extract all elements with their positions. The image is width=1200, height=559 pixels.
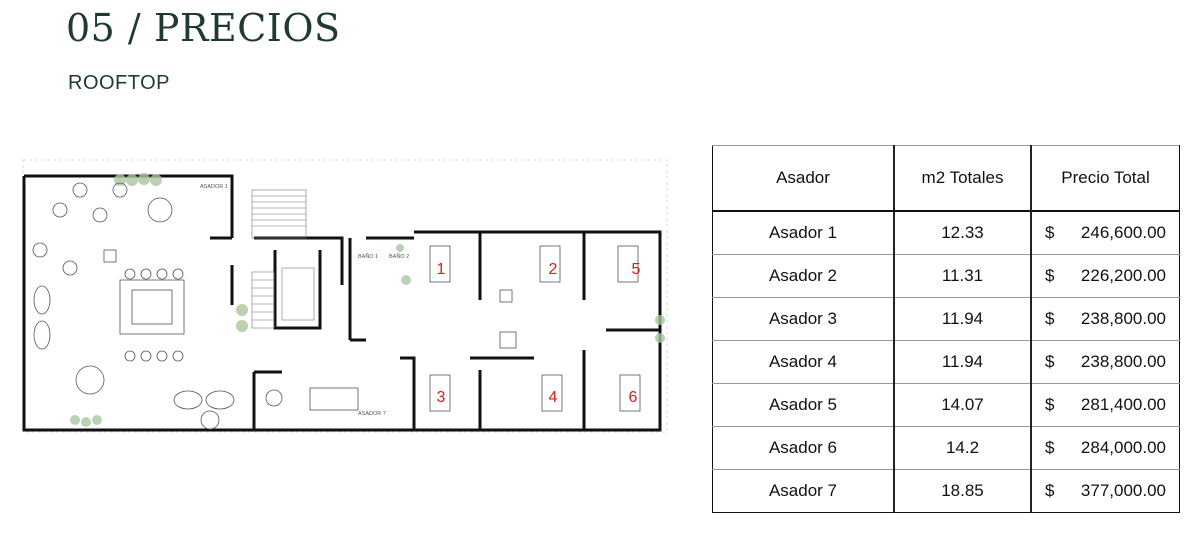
row-m2: 14.07: [893, 383, 1032, 427]
plan-number-1: 1: [437, 261, 446, 278]
row-m2: 12.33: [893, 210, 1032, 255]
plan-number-6: 6: [629, 389, 638, 406]
table-header-row: Asador m2 Totales Precio Total: [712, 145, 1180, 212]
row-name: Asador 7: [712, 469, 895, 513]
price-value: 238,800.00: [1080, 309, 1166, 328]
page-title: 05 / PRECIOS: [66, 6, 341, 50]
row-m2: 14.2: [893, 426, 1032, 470]
row-price: $284,000.00: [1030, 426, 1180, 470]
row-name: Asador 3: [712, 297, 895, 341]
row-price: $226,200.00: [1030, 254, 1180, 298]
plan-number-5: 5: [632, 261, 641, 278]
page-subtitle: ROOFTOP: [68, 72, 171, 94]
row-price: $238,800.00: [1030, 340, 1180, 384]
header-precio: Precio Total: [1030, 145, 1180, 212]
price-value: 238,800.00: [1080, 352, 1166, 371]
row-price: $281,400.00: [1030, 383, 1180, 427]
plan-number-3: 3: [437, 389, 446, 406]
bano2-label: BAÑO 2: [389, 253, 409, 260]
row-m2: 11.94: [893, 297, 1032, 341]
currency-symbol: $: [1045, 309, 1055, 328]
asador7-label: ASADOR 7: [358, 411, 386, 417]
row-price: $238,800.00: [1030, 297, 1180, 341]
row-price: $246,600.00: [1030, 210, 1180, 255]
row-m2: 11.31: [893, 254, 1032, 298]
currency-symbol: $: [1045, 266, 1055, 285]
price-value: 246,600.00: [1080, 223, 1166, 242]
plan-number-2: 2: [549, 261, 558, 278]
floor-plan: ASADOR 1 BAÑO 1 BAÑO 2 ASADOR 7 1 2 5 3 …: [22, 159, 668, 433]
price-value: 377,000.00: [1080, 481, 1166, 500]
price-value: 281,400.00: [1080, 395, 1166, 414]
header-m2: m2 Totales: [893, 145, 1032, 212]
currency-symbol: $: [1045, 481, 1055, 500]
row-name: Asador 2: [712, 254, 895, 298]
currency-symbol: $: [1045, 223, 1055, 242]
plan-number-4: 4: [549, 389, 558, 406]
bano1-label: BAÑO 1: [358, 253, 378, 260]
price-value: 226,200.00: [1080, 266, 1166, 285]
price-value: 284,000.00: [1080, 438, 1166, 457]
row-name: Asador 4: [712, 340, 895, 384]
row-name: Asador 1: [712, 210, 895, 255]
currency-symbol: $: [1045, 438, 1055, 457]
currency-symbol: $: [1045, 395, 1055, 414]
row-m2: 18.85: [893, 469, 1032, 513]
row-name: Asador 6: [712, 426, 895, 470]
row-name: Asador 5: [712, 383, 895, 427]
header-asador: Asador: [712, 145, 895, 212]
currency-symbol: $: [1045, 352, 1055, 371]
asador1-comun-label: ASADOR 1: [200, 184, 228, 190]
row-m2: 11.94: [893, 340, 1032, 384]
row-price: $377,000.00: [1030, 469, 1180, 513]
